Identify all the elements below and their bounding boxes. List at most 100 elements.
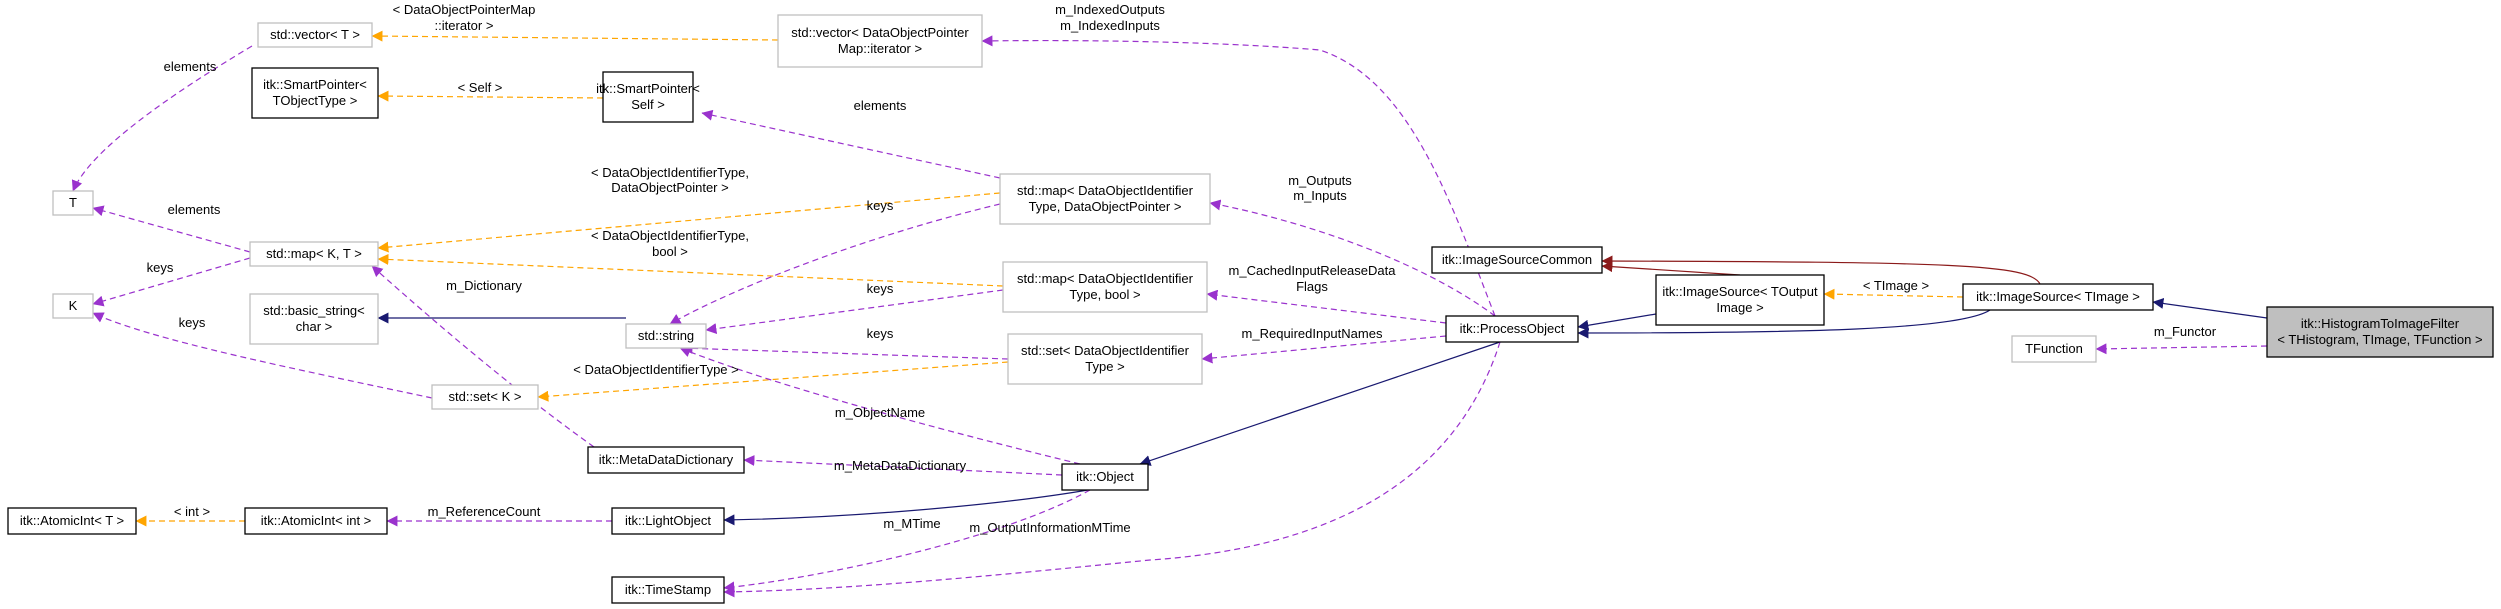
class-name-text: Type > bbox=[1085, 359, 1124, 374]
class-box bbox=[611, 576, 725, 604]
edge-mapKT-to-mapDOP bbox=[377, 192, 1001, 253]
class-box bbox=[2266, 306, 2494, 358]
edge-label: < DataObjectIdentifierType > bbox=[573, 362, 738, 377]
edge-label: m_OutputInformationMTime bbox=[969, 520, 1130, 535]
class-box bbox=[1002, 261, 1208, 313]
edge-setK-to-setDOI bbox=[537, 361, 1009, 402]
edge-label: keys bbox=[867, 281, 894, 296]
edge-isTImg-to-isc bbox=[1601, 255, 2041, 285]
class-name-text: itk::ProcessObject bbox=[1460, 321, 1565, 336]
edge-hist-to-tfunc bbox=[2095, 343, 2268, 355]
class-box bbox=[1655, 274, 1825, 326]
class-name-text: std::string bbox=[638, 328, 694, 343]
class-name-text: std::set< DataObjectIdentifier bbox=[1021, 343, 1190, 358]
edge-label: m_MTime bbox=[883, 516, 940, 531]
class-name-text: K bbox=[69, 298, 78, 313]
edge-isTOut-to-po bbox=[1577, 313, 1657, 331]
class-name-text: T bbox=[69, 195, 77, 210]
edge-label: m_Inputs bbox=[1293, 188, 1347, 203]
nodes-layer: std::vector< T > std::vector< DataObjectP… bbox=[7, 14, 2494, 604]
class-name-text: std::map< DataObjectIdentifier bbox=[1017, 271, 1194, 286]
edge-po-to-mapDOP bbox=[1209, 199, 1496, 317]
class-box bbox=[1445, 315, 1579, 343]
class-node-mapDOP: std::map< DataObjectIdentifierType, Data… bbox=[999, 173, 1211, 225]
class-node-po[interactable]: itk::ProcessObject bbox=[1445, 315, 1579, 343]
edge-po-to-vecIt bbox=[981, 35, 1496, 317]
class-node-str: std::string bbox=[625, 323, 707, 349]
edge-label: m_Functor bbox=[2154, 324, 2217, 339]
edge-label: < DataObjectIdentifierType, bbox=[591, 165, 749, 180]
class-name-text: itk::LightObject bbox=[625, 513, 711, 528]
class-node-K: K bbox=[52, 293, 94, 319]
class-node-setK: std::set< K > bbox=[431, 384, 539, 410]
edge-label: bool > bbox=[652, 244, 688, 259]
class-name-text: TObjectType > bbox=[273, 93, 358, 108]
class-node-basicStr: std::basic_string<char > bbox=[249, 293, 379, 345]
edge-obj-to-str bbox=[679, 346, 1081, 465]
class-box bbox=[251, 67, 379, 119]
class-node-mdd[interactable]: itk::MetaDataDictionary bbox=[587, 446, 745, 474]
edge-label: keys bbox=[867, 198, 894, 213]
class-box bbox=[7, 507, 137, 535]
class-name-text: std::vector< T > bbox=[270, 27, 360, 42]
edge-mapKT-to-K bbox=[92, 257, 251, 307]
class-name-text: itk::ImageSourceCommon bbox=[1442, 252, 1592, 267]
class-box bbox=[244, 507, 388, 535]
class-node-aiT[interactable]: itk::AtomicInt< T > bbox=[7, 507, 137, 535]
class-node-hist[interactable]: itk::HistogramToImageFilter< THistogram,… bbox=[2266, 306, 2494, 358]
class-node-lo[interactable]: itk::LightObject bbox=[611, 507, 725, 535]
class-name-text: std::basic_string< bbox=[263, 303, 365, 318]
edge-label: < TImage > bbox=[1863, 278, 1929, 293]
edge-label: elements bbox=[168, 202, 221, 217]
edge-label: m_RequiredInputNames bbox=[1242, 326, 1383, 341]
edge-label: < DataObjectPointerMap bbox=[393, 2, 536, 17]
class-box bbox=[52, 293, 94, 319]
class-box bbox=[1431, 246, 1603, 274]
class-node-vecIt: std::vector< DataObjectPointerMap::itera… bbox=[777, 14, 983, 68]
class-node-isc[interactable]: itk::ImageSourceCommon bbox=[1431, 246, 1603, 274]
edge-label: Flags bbox=[1296, 279, 1328, 294]
class-name-text: std::map< DataObjectIdentifier bbox=[1017, 183, 1194, 198]
class-node-obj[interactable]: itk::Object bbox=[1061, 463, 1149, 491]
edge-label: keys bbox=[179, 315, 206, 330]
edge-po-to-ts bbox=[723, 341, 1501, 598]
edge-mapKT-to-mapBool bbox=[377, 253, 1004, 287]
edge-obj-to-mdd bbox=[743, 454, 1063, 476]
edge-label: m_ReferenceCount bbox=[428, 504, 541, 519]
edge-vecT-to-vecIt bbox=[371, 30, 779, 42]
class-box bbox=[249, 293, 379, 345]
edge-obj-to-ts bbox=[723, 489, 1091, 593]
class-node-mapKT: std::map< K, T > bbox=[249, 241, 379, 267]
class-name-text: Image > bbox=[1716, 300, 1763, 315]
class-box bbox=[625, 323, 707, 349]
class-node-aiInt[interactable]: itk::AtomicInt< int > bbox=[244, 507, 388, 535]
class-node-spSelf[interactable]: itk::SmartPointer<Self > bbox=[596, 71, 700, 123]
edge-label: m_CachedInputReleaseData bbox=[1229, 263, 1397, 278]
class-name-text: TFunction bbox=[2025, 341, 2083, 356]
class-name-text: std::set< K > bbox=[449, 389, 522, 404]
class-node-tfunc: TFunction bbox=[2011, 335, 2097, 363]
class-name-text: std::vector< DataObjectPointer bbox=[791, 25, 969, 40]
class-node-isTImg[interactable]: itk::ImageSource< TImage > bbox=[1962, 283, 2154, 311]
class-node-spObj[interactable]: itk::SmartPointer<TObjectType > bbox=[251, 67, 379, 119]
class-name-text: itk::AtomicInt< int > bbox=[261, 513, 372, 528]
edge-mapDOP-to-str bbox=[669, 203, 1001, 325]
edge-label: < Self > bbox=[458, 80, 503, 95]
class-name-text: Type, DataObjectPointer > bbox=[1029, 199, 1182, 214]
edge-vecT-to-T bbox=[71, 45, 253, 192]
edge-label: keys bbox=[867, 326, 894, 341]
class-name-text: Map::iterator > bbox=[838, 41, 922, 56]
class-box bbox=[249, 241, 379, 267]
class-node-vecT: std::vector< T > bbox=[257, 22, 373, 48]
class-node-ts[interactable]: itk::TimeStamp bbox=[611, 576, 725, 604]
class-box bbox=[52, 190, 94, 216]
class-box bbox=[257, 22, 373, 48]
edge-label: < int > bbox=[174, 504, 210, 519]
edge-mapBool-to-str bbox=[705, 289, 1004, 335]
class-box bbox=[1962, 283, 2154, 311]
edge-setDOI-to-str bbox=[681, 342, 1009, 360]
class-node-setDOI: std::set< DataObjectIdentifierType > bbox=[1007, 333, 1203, 385]
class-node-T: T bbox=[52, 190, 94, 216]
